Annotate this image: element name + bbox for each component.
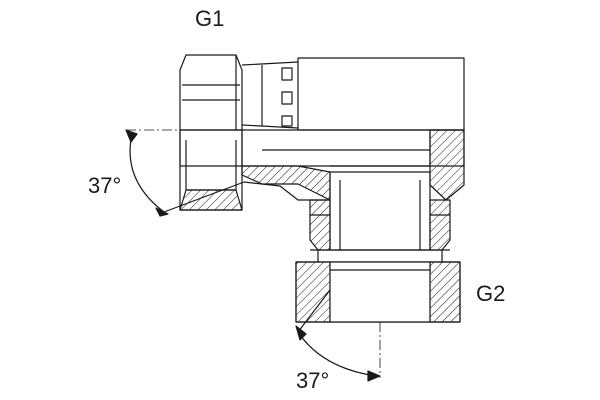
swivel-nut-g2 bbox=[295, 249, 461, 323]
upper-section bbox=[179, 129, 465, 211]
vertical-stem bbox=[309, 171, 451, 251]
knurl-slot bbox=[281, 115, 293, 127]
body-barrel bbox=[241, 57, 465, 131]
label-angle-g2: 37° bbox=[296, 368, 330, 393]
label-g2: G2 bbox=[476, 281, 506, 306]
label-g1: G1 bbox=[195, 6, 225, 31]
hex-swivel-nut-g1 bbox=[179, 54, 243, 131]
angle-dimension-g2 bbox=[295, 289, 381, 382]
angle-dimension-g1 bbox=[125, 129, 245, 217]
label-angle-g1: 37° bbox=[88, 173, 122, 198]
knurl-slot bbox=[281, 91, 293, 105]
knurl-slot bbox=[281, 67, 293, 81]
